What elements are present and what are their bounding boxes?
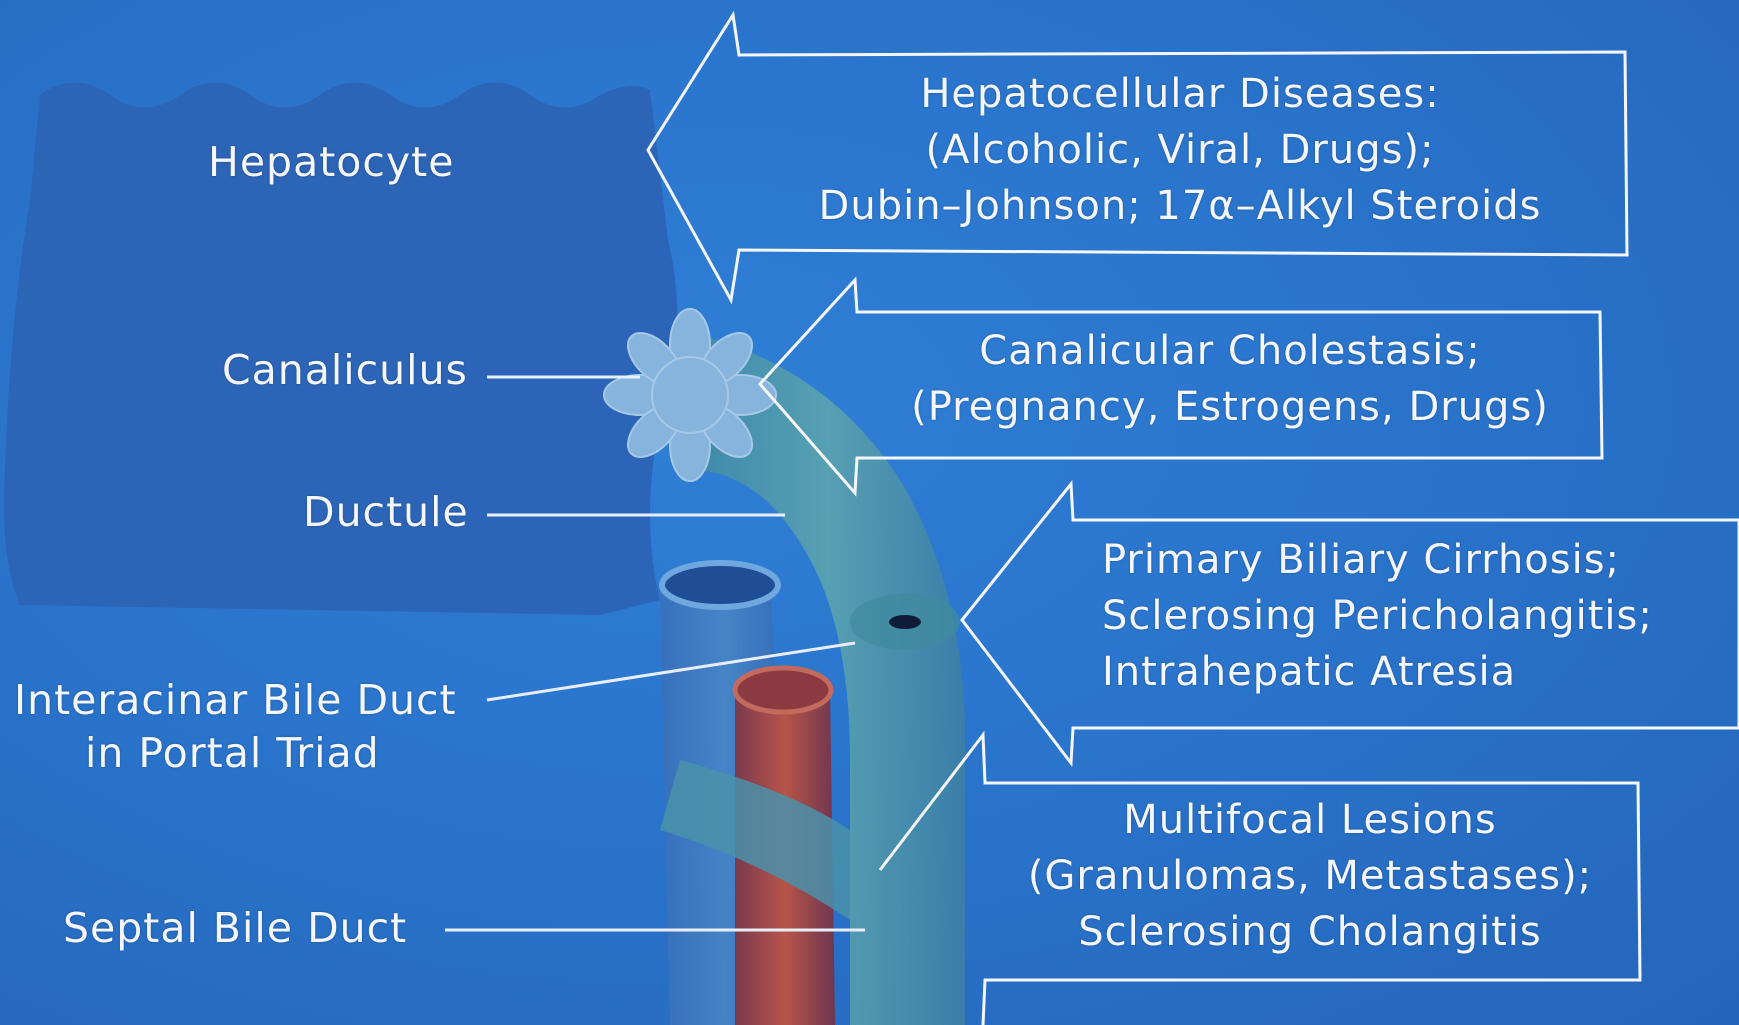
label-ductule: Ductule [303,492,469,533]
arrow-line: (Alcoholic, Viral, Drugs); [740,122,1620,178]
label-canaliculus: Canaliculus [222,350,468,391]
portal-vessel-opening [735,668,831,712]
portal-tube-opening [662,563,778,607]
arrow-text-canalicular: Canalicular Cholestasis; (Pregnancy, Est… [860,323,1600,435]
label-septal: Septal Bile Duct [63,908,407,949]
arrow-line: Hepatocellular Diseases: [740,66,1620,122]
arrow-line: Sclerosing Cholangitis [985,904,1635,960]
arrow-line: (Pregnancy, Estrogens, Drugs) [860,379,1600,435]
arrow-line: Intrahepatic Atresia [1102,644,1732,700]
arrow-line: Primary Biliary Cirrhosis; [1102,532,1732,588]
arrow-line: Multifocal Lesions [985,792,1635,848]
label-interacinar-line2: in Portal Triad [85,733,380,774]
arrow-line: (Granulomas, Metastases); [985,848,1635,904]
label-hepatocyte: Hepatocyte [208,142,454,183]
arrow-text-multifocal: Multifocal Lesions (Granulomas, Metastas… [985,792,1635,960]
arrow-line: Dubin–Johnson; 17α–Alkyl Steroids [740,178,1620,234]
arrow-text-primary-biliary: Primary Biliary Cirrhosis; Sclerosing Pe… [1102,532,1732,700]
label-interacinar-line1: Interacinar Bile Duct [14,680,457,721]
arrow-line: Canalicular Cholestasis; [860,323,1600,379]
duct-lesion-mark [850,594,960,650]
arrow-text-hepatocellular: Hepatocellular Diseases: (Alcoholic, Vir… [740,66,1620,234]
arrow-line: Sclerosing Pericholangitis; [1102,588,1732,644]
